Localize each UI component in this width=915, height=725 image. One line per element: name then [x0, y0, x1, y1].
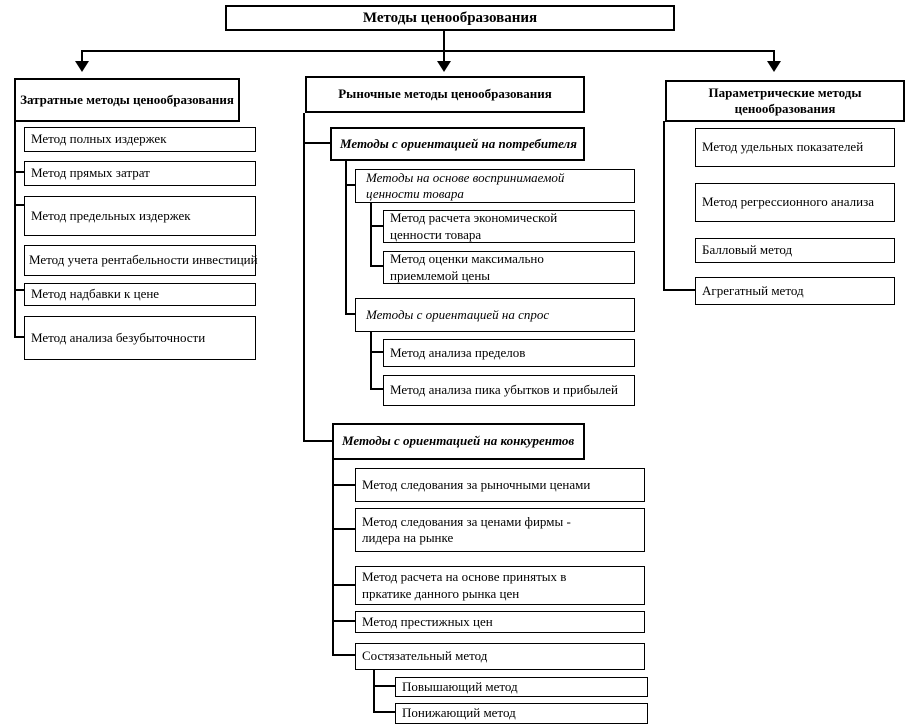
competitor-item: Метод следования за ценами фирмы - лидер…: [362, 513, 571, 545]
demand-oriented-header: Методы с ориентацией на спрос: [366, 306, 550, 322]
auction-item-box: Понижающий метод: [395, 703, 648, 724]
perceived-value-header-box: Методы на основе воспринимаемой ценности…: [355, 169, 635, 203]
parametric-item-box: Метод регрессионного анализа: [695, 183, 895, 222]
competitor-item-box: Метод престижных цен: [355, 611, 645, 633]
connector-line: [81, 50, 83, 63]
connector-line: [345, 313, 355, 315]
cost-method-item: Метод полных издержек: [31, 131, 167, 147]
connector-line: [663, 289, 695, 291]
connector-line: [443, 31, 445, 63]
connector-line: [303, 142, 330, 144]
cost-method-item-box: Метод анализа безубыточности: [24, 316, 256, 360]
connector-line: [332, 460, 334, 656]
consumer-oriented-header: Методы с ориентацией на потребителя: [340, 135, 577, 151]
parametric-item: Балловый метод: [702, 242, 793, 258]
parametric-item-box: Агрегатный метод: [695, 277, 895, 305]
arrow-down-icon: [75, 61, 89, 72]
connector-line: [81, 50, 775, 52]
connector-line: [373, 670, 375, 713]
cost-methods-header-box: Затратные методы ценообразования: [14, 78, 240, 122]
competitor-item-box: Метод расчета на основе принятых в пркат…: [355, 566, 645, 605]
cost-method-item-box: Метод прямых затрат: [24, 161, 256, 186]
parametric-item: Метод удельных показателей: [702, 139, 864, 155]
connector-line: [370, 388, 383, 390]
parametric-item: Агрегатный метод: [702, 282, 804, 298]
demand-item-box: Метод анализа пределов: [383, 339, 635, 367]
consumer-oriented-header-box: Методы с ориентацией на потребителя: [330, 127, 585, 161]
cost-method-item: Метод надбавки к цене: [31, 286, 160, 302]
demand-item-box: Метод анализа пика убытков и прибылей: [383, 375, 635, 406]
perceived-value-item: Метод оценки максимально приемлемой цены: [390, 251, 544, 283]
connector-line: [303, 440, 332, 442]
demand-item: Метод анализа пика убытков и прибылей: [390, 382, 619, 398]
competitor-item-box: Метод следования за рыночными ценами: [355, 468, 645, 502]
competitor-item-box: Состязательный метод: [355, 643, 645, 670]
arrow-down-icon: [767, 61, 781, 72]
connector-line: [14, 336, 24, 338]
cost-method-item-box: Метод предельных издержек: [24, 196, 256, 236]
parametric-item: Метод регрессионного анализа: [702, 194, 874, 210]
connector-line: [332, 654, 355, 656]
connector-line: [370, 351, 383, 353]
competitor-item: Метод расчета на основе принятых в пркат…: [362, 569, 567, 601]
parametric-methods-header: Параметрические методы ценообразования: [708, 84, 862, 116]
market-methods-header-box: Рыночные методы ценообразования: [305, 76, 585, 113]
connector-line: [332, 584, 355, 586]
connector-line: [14, 204, 24, 206]
cost-method-item-box: Метод учета рентабельности инвестиций: [24, 245, 258, 276]
connector-line: [370, 203, 372, 267]
connector-line: [303, 113, 305, 442]
cost-method-item-box: Метод надбавки к цене: [24, 283, 256, 306]
competitor-item: Метод следования за рыночными ценами: [362, 476, 591, 492]
perceived-value-item-box: Метод оценки максимально приемлемой цены: [383, 251, 635, 284]
parametric-item-box: Балловый метод: [695, 238, 895, 263]
diagram-title-box: Методы ценообразования: [225, 5, 675, 31]
connector-line: [370, 225, 383, 227]
auction-item: Повышающий метод: [402, 678, 518, 694]
connector-line: [332, 620, 355, 622]
market-methods-header: Рыночные методы ценообразования: [338, 86, 552, 102]
parametric-item-box: Метод удельных показателей: [695, 128, 895, 167]
demand-oriented-header-box: Методы с ориентацией на спрос: [355, 298, 635, 332]
competitor-item-box: Метод следования за ценами фирмы - лидер…: [355, 508, 645, 552]
auction-item: Понижающий метод: [402, 705, 516, 721]
parametric-methods-header-box: Параметрические методы ценообразования: [665, 80, 905, 122]
connector-line: [370, 332, 372, 390]
competitor-oriented-header-box: Методы с ориентацией на конкурентов: [332, 423, 585, 460]
connector-line: [14, 171, 24, 173]
cost-method-item: Метод предельных издержек: [31, 207, 191, 223]
connector-line: [373, 711, 395, 713]
connector-line: [332, 528, 355, 530]
perceived-value-item-box: Метод расчета экономической ценности тов…: [383, 210, 635, 243]
competitor-oriented-header: Методы с ориентацией на конкурентов: [342, 433, 575, 449]
cost-method-item-box: Метод полных издержек: [24, 127, 256, 152]
arrow-down-icon: [437, 61, 451, 72]
diagram-title: Методы ценообразования: [362, 9, 538, 26]
competitor-item: Метод престижных цен: [362, 613, 493, 629]
competitor-item: Состязательный метод: [362, 648, 488, 664]
connector-line: [332, 484, 355, 486]
connector-line: [663, 121, 665, 291]
connector-line: [345, 184, 355, 186]
connector-line: [373, 685, 395, 687]
connector-line: [773, 50, 775, 63]
cost-method-item: Метод учета рентабельности инвестиций: [29, 252, 258, 268]
connector-line: [370, 265, 383, 267]
cost-method-item: Метод анализа безубыточности: [31, 329, 206, 345]
connector-line: [345, 161, 347, 315]
cost-methods-header: Затратные методы ценообразования: [20, 91, 234, 107]
auction-item-box: Повышающий метод: [395, 677, 648, 697]
connector-line: [14, 289, 24, 291]
perceived-value-header: Методы на основе воспринимаемой ценности…: [366, 169, 565, 201]
perceived-value-item: Метод расчета экономической ценности тов…: [390, 210, 558, 242]
demand-item: Метод анализа пределов: [390, 344, 526, 360]
cost-method-item: Метод прямых затрат: [31, 165, 150, 181]
connector-line: [14, 122, 16, 338]
